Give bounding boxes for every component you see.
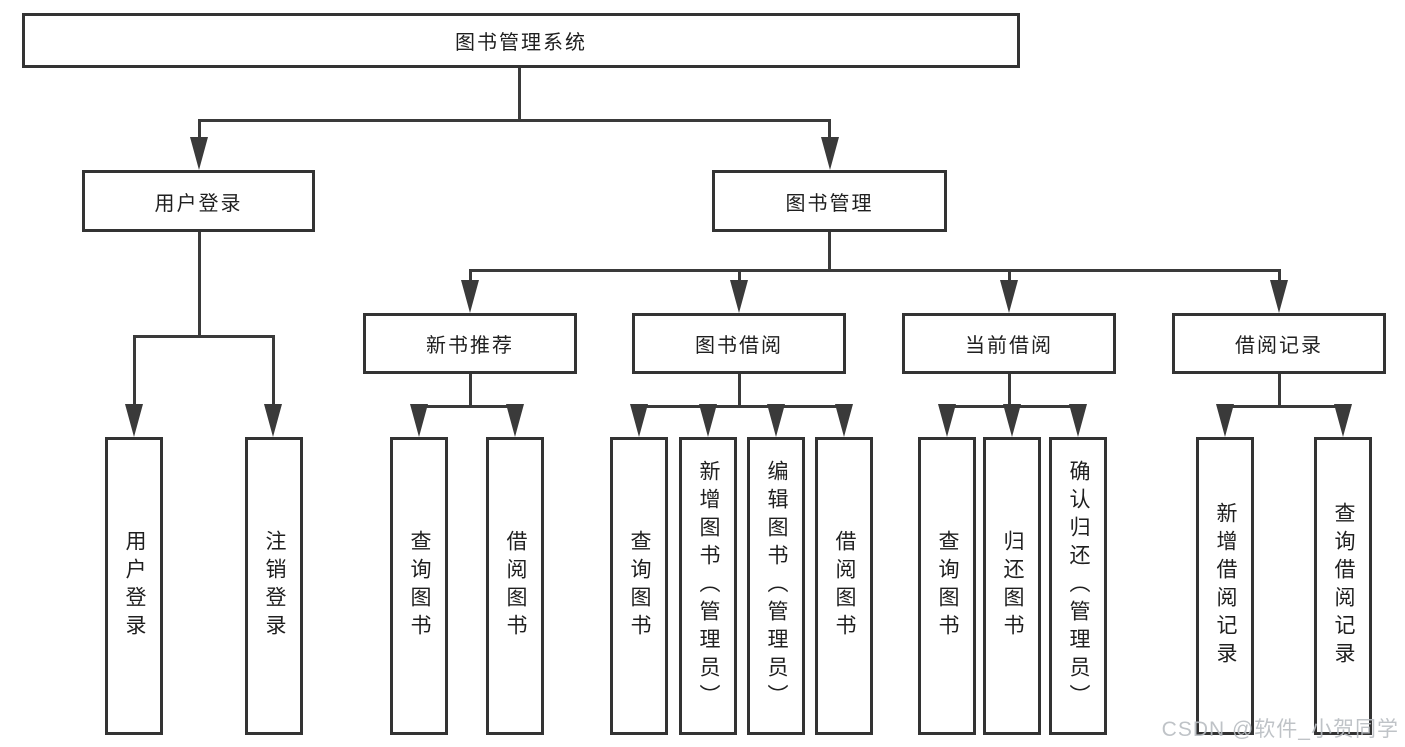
leaf-user-login: 用户登录 (105, 437, 163, 735)
connector-root-rail (198, 119, 831, 122)
connector-arrowhead (461, 280, 479, 313)
leaf-bb-borrow-books: 借阅图书 (815, 437, 873, 735)
connector-arrowhead (1216, 404, 1234, 437)
node-book-management: 图书管理 (712, 170, 947, 232)
leaf-br-query-borrow-record: 查询借阅记录 (1314, 437, 1372, 735)
connector-arrowhead (767, 404, 785, 437)
connector-shaft (1008, 269, 1011, 283)
node-borrowing-records: 借阅记录 (1172, 313, 1386, 374)
leaf-bb-edit-book-admin: 编辑图书（管理员） (747, 437, 805, 735)
connector-user-login-rail (133, 335, 275, 338)
connector-shaft (738, 269, 741, 283)
connector-shaft (828, 119, 831, 141)
connector-arrowhead (410, 404, 428, 437)
connector-arrowhead (1003, 404, 1021, 437)
connector-arrowhead (264, 404, 282, 437)
connector-arrowhead (190, 137, 208, 170)
connector-bb-stem (738, 374, 741, 408)
leaf-cb-query-books: 查询图书 (918, 437, 976, 735)
connector-br-stem (1278, 374, 1281, 408)
node-book-borrowing: 图书借阅 (632, 313, 846, 374)
connector-shaft (1278, 269, 1281, 283)
watermark: CSDN @软件_小贺同学 (1161, 718, 1399, 741)
connector-arrowhead (1000, 280, 1018, 313)
leaf-logout-login: 注销登录 (245, 437, 303, 735)
connector-shaft (198, 119, 201, 141)
connector-arrowhead (1270, 280, 1288, 313)
leaf-bb-add-book-admin: 新增图书（管理员） (679, 437, 737, 735)
connector-arrowhead (125, 404, 143, 437)
connector-arrowhead (506, 404, 524, 437)
node-current-borrowing: 当前借阅 (902, 313, 1116, 374)
connector-arrowhead (835, 404, 853, 437)
node-root: 图书管理系统 (22, 13, 1020, 68)
connector-book-mgmt-rail (469, 269, 1281, 272)
connector-root-stem (518, 68, 521, 122)
connector-shaft (469, 269, 472, 283)
connector-nb-stem (469, 374, 472, 408)
connector-nb-rail (418, 405, 518, 408)
connector-br-rail (1224, 405, 1344, 408)
leaf-nb-borrow-books: 借阅图书 (486, 437, 544, 735)
leaf-br-add-borrow-record: 新增借阅记录 (1196, 437, 1254, 735)
leaf-bb-query-books: 查询图书 (610, 437, 668, 735)
connector-user-login-stem (198, 232, 201, 338)
leaf-nb-query-books: 查询图书 (390, 437, 448, 735)
connector-shaft (133, 335, 136, 408)
connector-arrowhead (1069, 404, 1087, 437)
connector-shaft (272, 335, 275, 408)
connector-arrowhead (730, 280, 748, 313)
connector-book-mgmt-stem (828, 232, 831, 272)
node-new-book-recommendation: 新书推荐 (363, 313, 577, 374)
connector-arrowhead (699, 404, 717, 437)
leaf-cb-confirm-return-admin: 确认归还（管理员） (1049, 437, 1107, 735)
connector-cb-stem (1008, 374, 1011, 408)
connector-arrowhead (1334, 404, 1352, 437)
connector-arrowhead (821, 137, 839, 170)
leaf-cb-return-books: 归还图书 (983, 437, 1041, 735)
connector-arrowhead (630, 404, 648, 437)
node-user-login: 用户登录 (82, 170, 315, 232)
connector-arrowhead (938, 404, 956, 437)
connector-bb-rail (637, 405, 846, 408)
